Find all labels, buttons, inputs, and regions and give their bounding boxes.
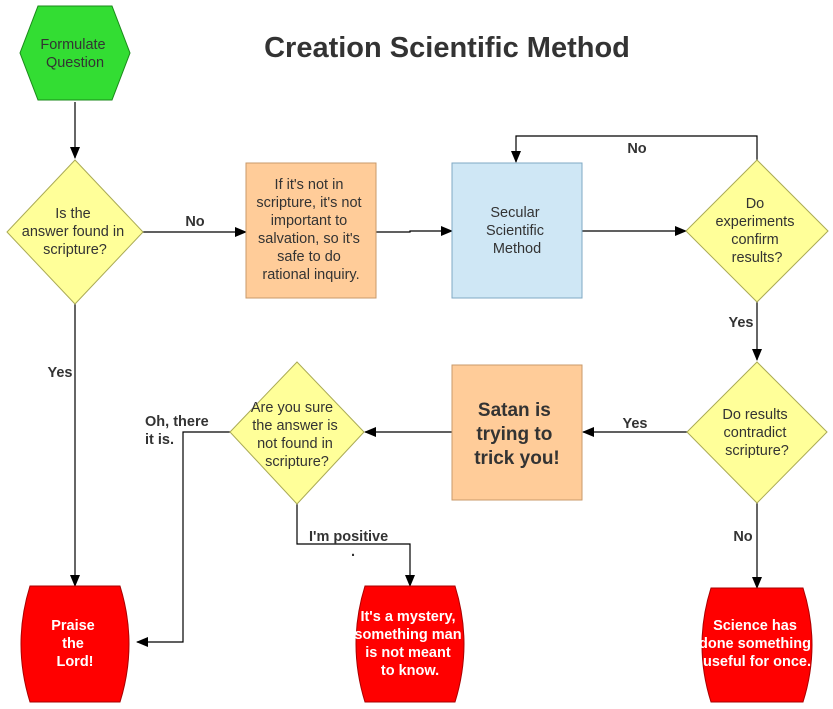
decision-experiments-confirm-label: Do experiments confirm results? [715, 196, 798, 266]
decision-experiments-confirm: Do experiments confirm results? [685, 159, 829, 303]
decision-are-you-sure-label: Are you sure the answer is not found in … [251, 400, 342, 470]
terminal-praise: Praise the Lord! [20, 585, 130, 703]
process-satan: Satan is trying to trick you! [451, 364, 583, 501]
edge-sure-to-praise [136, 431, 230, 647]
terminal-science-label: Science has done something useful for on… [699, 618, 815, 670]
terminal-mystery-label: It's a mystery, something man is not mea… [354, 609, 465, 679]
edge-experiments-no-loop [511, 135, 758, 163]
edge-label-oh-there: Oh, there it is. [145, 414, 213, 448]
edge-label-yes-contradict: Yes [729, 315, 754, 331]
terminal-mystery: It's a mystery, something man is not mea… [354, 585, 465, 703]
terminal-praise-label: Praise the Lord! [51, 618, 99, 670]
process-satan-label: Satan is trying to trick you! [474, 400, 560, 469]
decision-are-you-sure: Are you sure the answer is not found in … [229, 361, 365, 505]
edge-label-no-science: No [733, 529, 752, 545]
process-secular-method: Secular Scientific Method [451, 162, 583, 299]
page-title: Creation Scientific Method [264, 32, 630, 64]
edge-label-yes-praise: Yes [48, 365, 73, 381]
edge-inquiry-to-secular [376, 226, 453, 236]
edge-label-no-loop: No [627, 141, 646, 157]
edge-labels: No No Yes Yes Yes No Oh, there it is. I'… [48, 141, 754, 560]
decision-found-in-scripture: Is the answer found in scripture? [6, 159, 144, 305]
start-node-label: Formulate Question [40, 37, 109, 71]
decision-found-in-scripture-label: Is the answer found in scripture? [22, 206, 128, 258]
edge-label-no-inquiry: No [185, 214, 204, 230]
edge-label-yes-satan: Yes [623, 416, 648, 432]
decision-contradict-scripture: Do results contradict scripture? [686, 361, 828, 504]
edge-sure-to-mystery [296, 504, 415, 587]
decision-contradict-scripture-label: Do results contradict scripture? [722, 407, 791, 459]
process-not-in-scripture-label: If it's not in scripture, it's not impor… [256, 177, 365, 283]
start-node: Formulate Question [19, 5, 131, 101]
edge-label-positive: I'm positive [309, 529, 388, 545]
edge-label-positive-dot: . [351, 544, 355, 560]
process-not-in-scripture: If it's not in scripture, it's not impor… [245, 162, 377, 299]
process-secular-method-label: Secular Scientific Method [486, 205, 548, 257]
connectors [70, 102, 762, 647]
terminal-science: Science has done something useful for on… [699, 587, 815, 703]
